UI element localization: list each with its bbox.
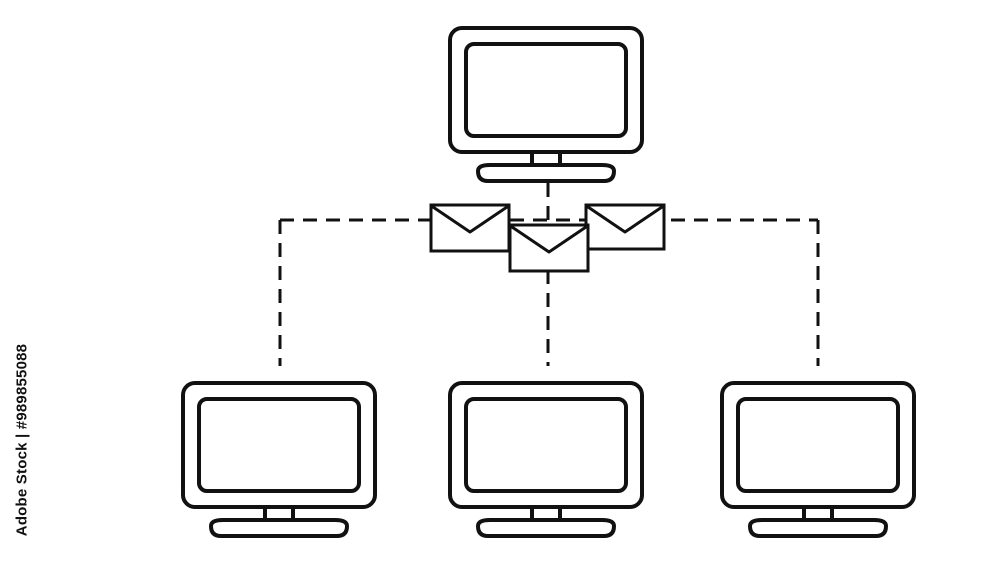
envelope-right-icon xyxy=(584,203,666,251)
connection-lines xyxy=(278,183,820,366)
watermark-text: Adobe Stock | #989855088 xyxy=(13,343,31,537)
server-computer-icon xyxy=(448,26,644,183)
client-right-computer-icon xyxy=(720,381,916,538)
client-left-computer-icon xyxy=(181,381,377,538)
stock-watermark: Adobe Stock | #989855088 xyxy=(2,320,42,560)
envelope-center-icon xyxy=(508,223,590,273)
envelope-left-icon xyxy=(429,203,511,253)
client-center-computer-icon xyxy=(448,381,644,538)
